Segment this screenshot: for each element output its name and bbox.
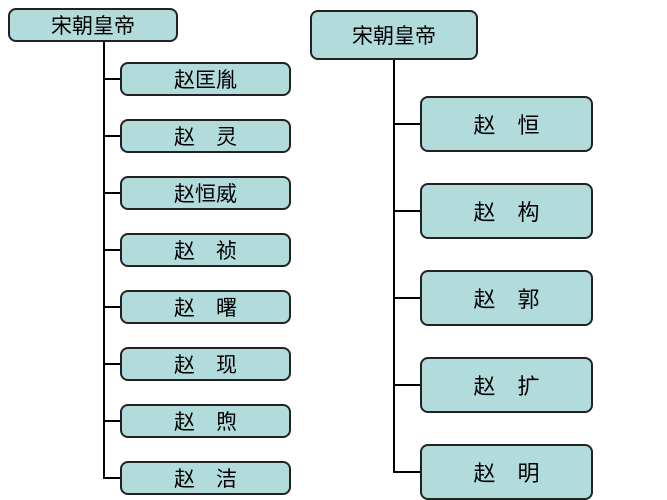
left-branch-line <box>103 477 120 479</box>
node-box: 赵 郭 <box>420 270 593 326</box>
left-branch-line <box>103 306 120 308</box>
left-branch-line <box>103 420 120 422</box>
node-box: 赵 恒 <box>420 96 593 152</box>
right-branch-line <box>393 471 420 473</box>
right-branch-line <box>393 384 420 386</box>
left-branch-line <box>103 249 120 251</box>
node-box: 赵 现 <box>120 347 291 381</box>
right-tree-root-box: 宋朝皇帝 <box>310 10 478 60</box>
left-tree-root-box: 宋朝皇帝 <box>8 8 178 42</box>
right-branch-line <box>393 210 420 212</box>
right-branch-line <box>393 123 420 125</box>
node-box: 赵恒威 <box>120 176 291 210</box>
node-box: 赵匡胤 <box>120 62 291 96</box>
left-trunk-line <box>103 42 105 478</box>
node-box: 赵 煦 <box>120 404 291 438</box>
right-branch-line <box>393 297 420 299</box>
node-box: 赵 曙 <box>120 290 291 324</box>
node-box: 赵 扩 <box>420 357 593 413</box>
right-trunk-line <box>393 60 395 472</box>
node-box: 赵 祯 <box>120 233 291 267</box>
node-box: 赵 明 <box>420 444 593 500</box>
node-box: 赵 构 <box>420 183 593 239</box>
left-branch-line <box>103 192 120 194</box>
left-branch-line <box>103 363 120 365</box>
node-box: 赵 灵 <box>120 119 291 153</box>
left-branch-line <box>103 135 120 137</box>
left-branch-line <box>103 78 120 80</box>
node-box: 赵 洁 <box>120 461 291 495</box>
